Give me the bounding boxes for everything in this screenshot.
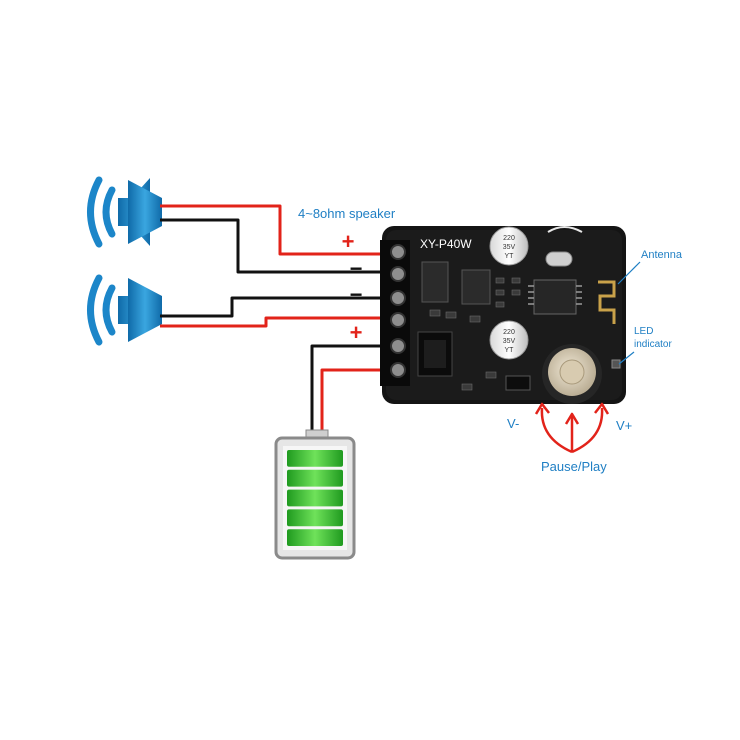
wire-upper-black bbox=[160, 218, 396, 274]
terminal-sign-minus: − bbox=[350, 282, 363, 307]
svg-text:YT: YT bbox=[505, 253, 515, 260]
chip bbox=[533, 279, 577, 315]
chip bbox=[461, 269, 491, 305]
battery-cells bbox=[287, 450, 343, 546]
svg-text:YT: YT bbox=[505, 347, 515, 354]
led-label: indicator bbox=[634, 339, 672, 350]
knob-action-arrows bbox=[534, 402, 610, 454]
terminal-sign-minus: − bbox=[350, 256, 363, 281]
speaker-icon bbox=[87, 274, 162, 346]
terminal-sign-plus: + bbox=[342, 229, 355, 254]
speaker-label: 4~8ohm speaker bbox=[298, 206, 396, 221]
crystal bbox=[545, 251, 573, 267]
terminal-sign-plus: + bbox=[350, 320, 363, 345]
antenna-pointer bbox=[617, 261, 641, 285]
pcb-antenna bbox=[598, 280, 616, 324]
battery-segment bbox=[287, 469, 343, 487]
wire-lower-red bbox=[160, 316, 396, 328]
battery-segment bbox=[287, 529, 343, 546]
svg-text:220: 220 bbox=[503, 235, 515, 242]
board-model: XY-P40W bbox=[420, 237, 472, 251]
wires bbox=[160, 204, 396, 430]
knob-icon[interactable] bbox=[542, 344, 602, 404]
connector bbox=[505, 375, 531, 391]
wire-lower-black bbox=[160, 296, 396, 318]
battery-segment bbox=[287, 489, 343, 507]
battery-segment bbox=[287, 509, 343, 527]
v-minus-label: V- bbox=[507, 416, 519, 431]
wire-battery-red bbox=[320, 368, 396, 430]
pause-play-label: Pause/Play bbox=[541, 459, 607, 474]
led-pointer bbox=[618, 351, 635, 365]
antenna-label: Antenna bbox=[641, 249, 683, 261]
led-icon bbox=[611, 359, 621, 369]
wire-upper-red bbox=[160, 204, 396, 256]
svg-text:35V: 35V bbox=[503, 244, 516, 251]
wire-battery-black bbox=[310, 344, 396, 430]
capacitor-top: 220 35V YT bbox=[489, 226, 529, 266]
v-plus-label: V+ bbox=[616, 418, 632, 433]
battery-icon bbox=[274, 429, 356, 560]
svg-text:35V: 35V bbox=[503, 338, 516, 345]
led-label: LED bbox=[634, 326, 653, 337]
svg-text:220: 220 bbox=[503, 329, 515, 336]
chip bbox=[421, 261, 449, 303]
speaker-icon bbox=[87, 176, 162, 248]
battery-segment bbox=[287, 450, 343, 467]
capacitor-bottom: 220 35V YT bbox=[489, 320, 529, 360]
amplifier-board: XY-P40W 220 35V YT 220 35V YT bbox=[380, 226, 626, 404]
terminal-screws bbox=[390, 244, 406, 378]
